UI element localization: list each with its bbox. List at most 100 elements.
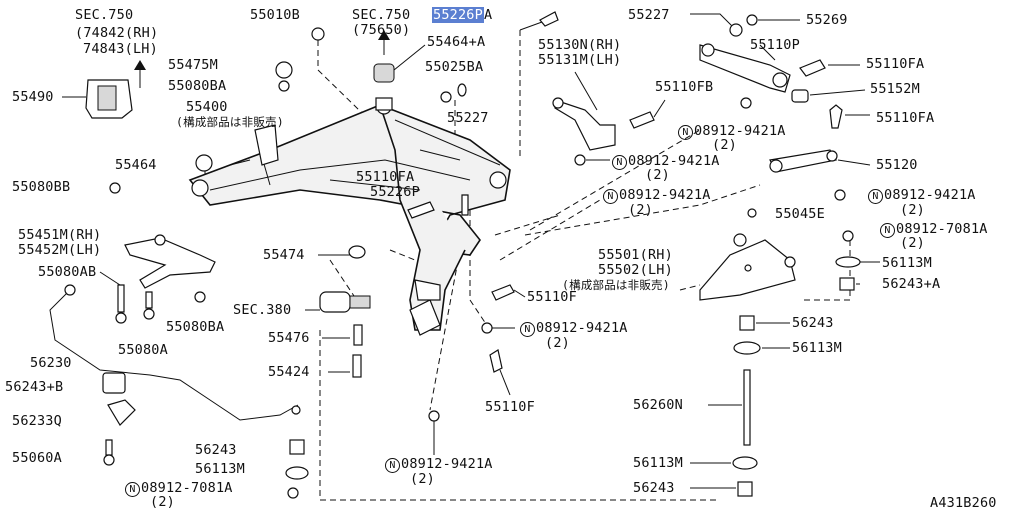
label-55424: 55424 (268, 364, 310, 380)
label-55476: 55476 (268, 330, 310, 346)
label-55226p: 55226P (370, 184, 420, 200)
n-circle-icon: N (868, 189, 883, 204)
bolt-55080a (145, 291, 153, 309)
label-55226pa[interactable]: 55226PA (432, 7, 493, 23)
label-qty-1: (2) (712, 137, 737, 153)
label-55474: 55474 (263, 247, 305, 263)
label-55110fa-1: 55110FA (866, 56, 925, 72)
label-56243-1: 56243 (792, 315, 834, 331)
washer-55227 (729, 23, 743, 37)
arrow-sec750-left (134, 60, 146, 88)
bushing-56243b (102, 372, 126, 394)
label-56113m-2: 56113M (792, 340, 842, 356)
bolt-55060a (105, 439, 113, 456)
bolt-55110fa-top (799, 59, 826, 77)
dashed-guide-lines (204, 30, 851, 501)
nut-55080ba-2 (194, 291, 206, 303)
bolt-55226pa (519, 11, 559, 31)
nut-55010b (311, 27, 325, 41)
label-55400: 55400 (186, 99, 228, 115)
n-circle-icon: N (880, 223, 895, 238)
label-qty-3: (2) (628, 202, 653, 218)
bolt-56260n (743, 369, 751, 446)
label-56233q: 56233Q (12, 413, 62, 429)
bushing-56243a (839, 277, 855, 291)
label-56113m-3: 56113M (195, 461, 245, 477)
part-number: 08912-7081A (896, 221, 988, 237)
bushing-55475m (275, 61, 293, 79)
n-circle-icon: N (125, 482, 140, 497)
washer-55227-mid (457, 83, 467, 97)
label-55080ab: 55080AB (38, 264, 97, 280)
nut-55025ba (440, 91, 452, 103)
label-55120: 55120 (876, 157, 918, 173)
arrow-sec750-mid (378, 30, 390, 55)
part-number: 08912-7081A (141, 480, 233, 496)
n-circle-icon: N (612, 155, 627, 170)
bushing-56243-bl (289, 439, 305, 455)
label-55080a: 55080A (118, 342, 168, 358)
bolt-55110fa-2 (461, 194, 469, 216)
label-55110fa-3: 55110FA (356, 169, 415, 185)
label-55060a: 55060A (12, 450, 62, 466)
label-55110fb: 55110FB (655, 79, 714, 95)
arm-55130n (552, 97, 616, 151)
bolt-55226p (407, 201, 435, 219)
label-74842: (74842(RH) (75, 25, 159, 41)
n-circle-icon: N (520, 322, 535, 337)
label-55490: 55490 (12, 89, 54, 105)
bushing-55464a (373, 63, 395, 111)
part-number: 08912-9421A (401, 456, 493, 472)
label-qty-2: (2) (645, 167, 670, 183)
label-55400-note: (構成部品は非販売) (176, 115, 284, 129)
lower-arm-55501 (699, 233, 796, 301)
label-qty-8: (2) (150, 494, 175, 510)
bolt-55424 (352, 354, 362, 378)
label-qty-6: (2) (545, 335, 570, 351)
label-55080bb: 55080BB (12, 179, 71, 195)
label-55226pa-suffix: A (483, 7, 493, 23)
label-55110fa-2: 55110FA (876, 110, 935, 126)
bushing-56243-br (737, 481, 753, 497)
mount-56113m-2 (733, 341, 761, 355)
part-number: 08912-9421A (619, 187, 711, 203)
part-number: 08912-9421A (884, 187, 976, 203)
nut-n5 (481, 322, 493, 334)
label-55080ba-2: 55080BA (166, 319, 225, 335)
label-sec750-mid: SEC.750 (352, 7, 411, 23)
label-55131m: 55131M(LH) (538, 52, 622, 68)
mount-56113m-4 (285, 466, 309, 480)
nut-n6 (428, 410, 440, 422)
bolt-55080ab (117, 284, 125, 313)
label-55045e: 55045E (775, 206, 825, 222)
label-55110f-1: 55110F (527, 289, 577, 305)
highlighted-part-number[interactable]: 55226P (432, 7, 484, 23)
washer-55045e (747, 208, 757, 218)
bushing-55152m (791, 89, 809, 103)
label-56243b: 56243+B (5, 379, 64, 395)
label-55464: 55464 (115, 157, 157, 173)
label-qty-4: (2) (900, 202, 925, 218)
bushing-55490 (85, 79, 133, 119)
label-55152m: 55152M (870, 81, 920, 97)
part-number: 08912-9421A (694, 123, 786, 139)
bushing-55474 (348, 245, 366, 259)
label-55227-top: 55227 (628, 7, 670, 23)
label-55269: 55269 (806, 12, 848, 28)
label-qty-5: (2) (900, 235, 925, 251)
damper-sec380 (319, 291, 371, 313)
label-56260n: 56260N (633, 397, 683, 413)
label-55080ba-1: 55080BA (168, 78, 227, 94)
label-56243-2: 56243 (195, 442, 237, 458)
label-56243a: 56243+A (882, 276, 941, 292)
nut-n3 (834, 189, 846, 201)
bolt-55476 (353, 324, 363, 346)
clamp-56233q (107, 399, 136, 426)
n-circle-icon: N (678, 125, 693, 140)
bolt-55110fa-3 (829, 104, 843, 129)
label-sec380: SEC.380 (233, 302, 292, 318)
